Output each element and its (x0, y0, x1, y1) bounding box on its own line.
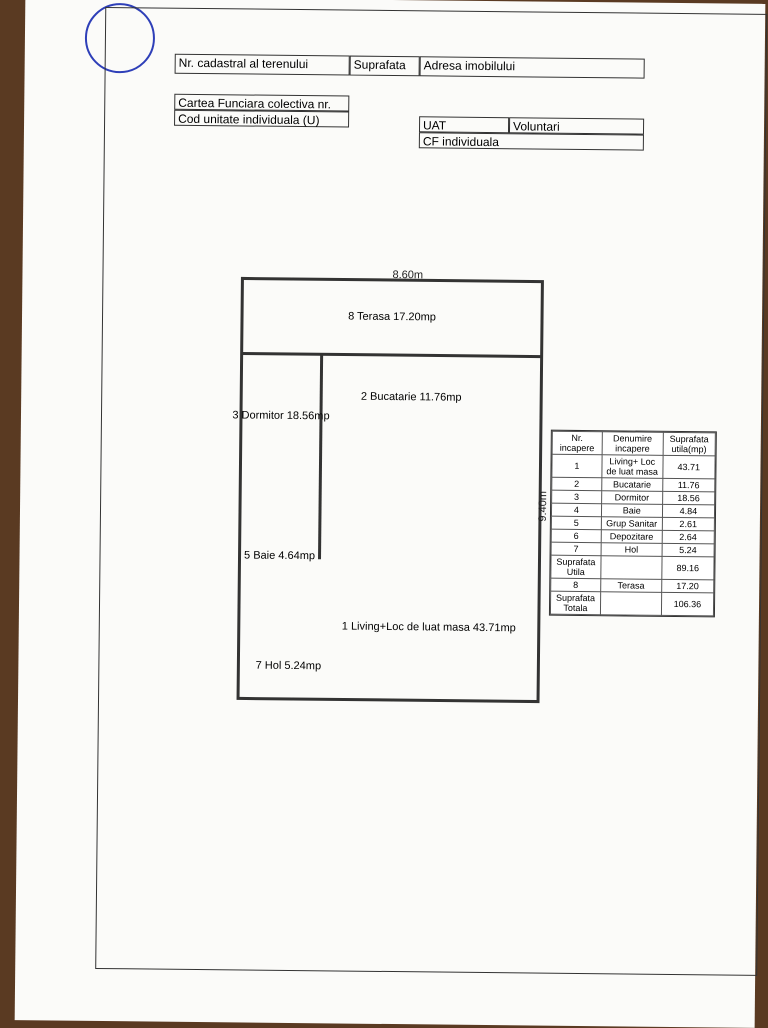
area-cell: Terasa (600, 578, 662, 593)
room-label: 7 Hol 5.24mp (256, 660, 322, 673)
area-cell: 18.56 (662, 491, 715, 505)
room-label: 1 Living+Loc de luat masa 43.71mp (342, 621, 516, 635)
useful-row: Suprafata Utila 89.16 (550, 555, 715, 580)
area-cell: 5.24 (661, 543, 715, 557)
book-label: Cartea Funciara colectiva nr. (174, 93, 350, 112)
address-label: Adresa imobilului (419, 56, 645, 79)
area-cell: Hol (600, 542, 662, 557)
area-cell: 89.16 (661, 556, 715, 580)
room-label: 2 Bucatarie 11.76mp (361, 391, 462, 404)
area-cell: Bucatarie (601, 477, 663, 492)
document-sheet: Nr. cadastral al terenului Suprafata Adr… (14, 0, 768, 1028)
area-cell: 17.20 (661, 579, 714, 593)
area-cell: Dormitor (601, 490, 663, 505)
uat-label: UAT (418, 116, 510, 134)
dim-right: 9.40m (537, 491, 549, 522)
area-cell: 4 (551, 503, 602, 517)
total-row: Suprafata Totala 106.36 (550, 591, 714, 616)
terrace-wall (241, 351, 542, 359)
plan-outline (236, 276, 544, 704)
area-cell: 106.36 (661, 592, 714, 616)
floor-plan: 8.60m 9.40m 8 Terasa 17.20mp 3 Dormitor 1… (232, 269, 549, 704)
cf-label: CF individuala (418, 132, 644, 151)
area-cell: 43.71 (662, 455, 716, 479)
area-cell: 5 (551, 516, 602, 530)
area-cell: Suprafata Utila (550, 555, 601, 579)
area-cell: 11.76 (662, 478, 715, 492)
area-cell: 3 (551, 490, 602, 504)
area-cell: Suprafata Totala (550, 591, 601, 615)
area-cell (600, 591, 662, 616)
area-cell: 7 (551, 542, 602, 556)
interior-wall (318, 354, 324, 560)
area-cell: Grup Sanitar (601, 516, 663, 531)
room-labels: 8 Terasa 17.20mp 3 Dormitor 18.56mp 2 Buca… (232, 311, 516, 673)
area-cell: 2.61 (662, 517, 715, 531)
area-cell: 6 (551, 529, 602, 543)
area-cell: Depozitare (601, 529, 663, 544)
unit-label: Cod unitate individuala (U) (174, 109, 350, 128)
area-cell: 2 (551, 477, 602, 491)
cadastral-label: Nr. cadastral al terenului (174, 53, 350, 76)
area-cell: 1 (551, 454, 602, 478)
dim-top: 8.60m (392, 269, 423, 281)
area-header-cell: Suprafata utila(mp) (662, 432, 716, 456)
area-header-cell: Nr. incapere (552, 431, 603, 455)
area-cell: Living+ Loc de luat masa (601, 454, 663, 479)
area-cell: 8 (550, 578, 601, 592)
area-cell: 2.64 (661, 530, 715, 544)
room-label: 8 Terasa 17.20mp (348, 311, 436, 324)
area-cell: Baie (601, 503, 663, 518)
cadastral-header-table: Nr. cadastral al terenului Suprafata Adr… (174, 53, 645, 155)
surface-label: Suprafata (349, 55, 420, 77)
uat-value: Voluntari (508, 117, 645, 135)
room-label: 3 Dormitor 18.56mp (232, 409, 329, 422)
area-cell: 4.84 (662, 504, 715, 518)
area-header-cell: Denumire incapere (601, 431, 664, 456)
room-label: 5 Baie 4.64mp (244, 549, 315, 562)
area-cell (600, 555, 662, 580)
